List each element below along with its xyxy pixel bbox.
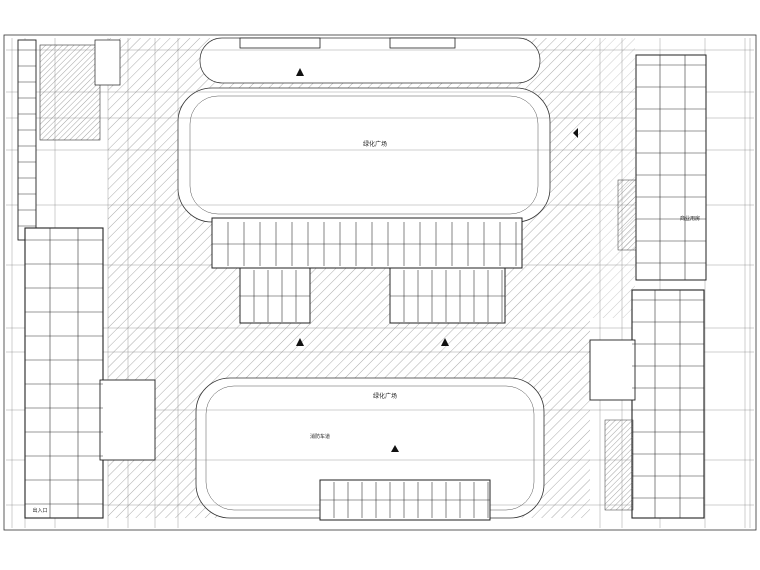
label-left-bottom: 出入口	[32, 507, 47, 514]
label-lower-note: 消防车道	[310, 433, 330, 440]
right-building	[589, 54, 707, 519]
drawing-border	[3, 34, 757, 531]
bottom-building	[319, 479, 491, 521]
label-upper-field: 绿化广场	[363, 140, 387, 148]
courtyard-top-strip	[199, 37, 541, 84]
label-middle-field: 绿化广场	[373, 392, 397, 400]
label-right-block: 商业用房	[680, 215, 700, 222]
courtyard-upper	[177, 87, 551, 223]
north-arrow-icon	[296, 68, 578, 452]
top-building	[239, 37, 456, 49]
left-building	[17, 39, 156, 519]
central-building	[211, 217, 523, 324]
